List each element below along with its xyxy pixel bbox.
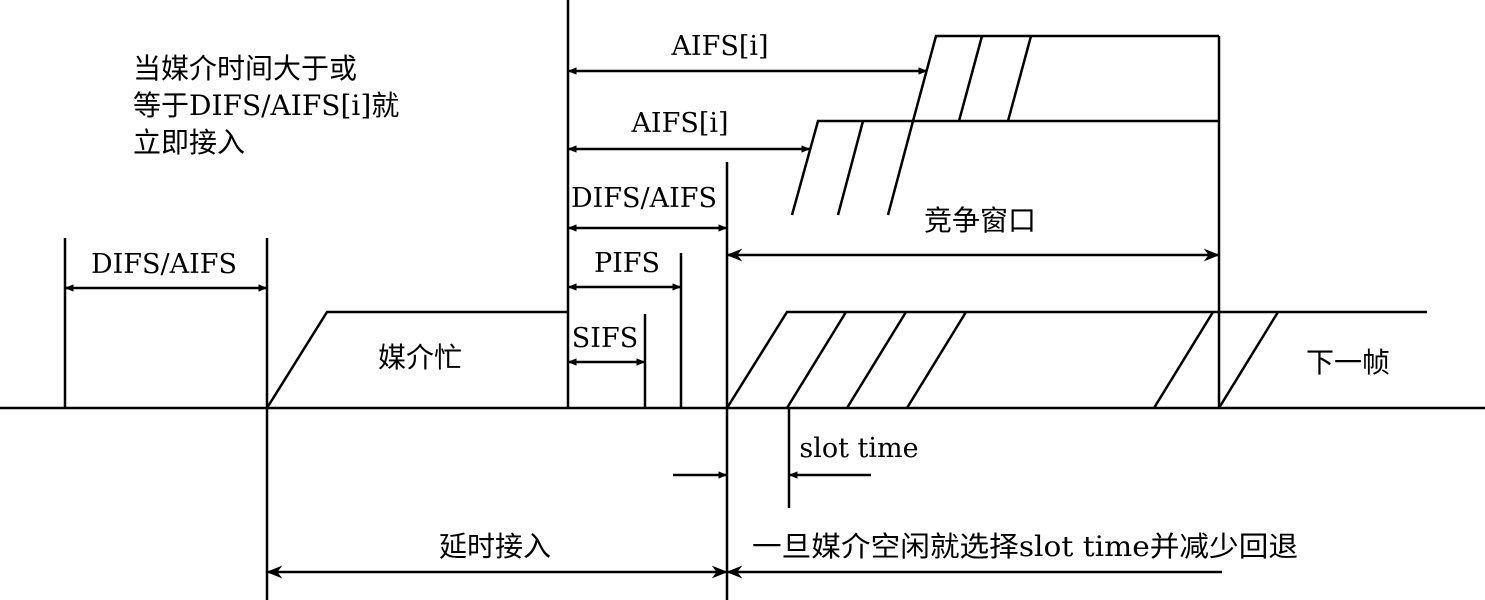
label-pifs: PIFS: [594, 248, 660, 279]
label-aifs-mid: AIFS[i]: [630, 108, 728, 139]
label-difs-aifs-left: DIFS/AIFS: [91, 249, 237, 280]
mid-slash-1: [836, 120, 865, 216]
label-backoff-note: 一旦媒介空闲就选择slot time并减少回退: [752, 530, 1298, 563]
label-slot-time: slot time: [799, 433, 918, 464]
immediate-access-note-line-1: 当媒介时间大于或: [133, 52, 357, 85]
contention-frame-bottom: [725, 310, 1427, 409]
medium-busy-shape: [265, 310, 568, 409]
immediate-access-note-line-3: 立即接入: [133, 126, 245, 159]
label-medium-busy: 媒介忙: [378, 341, 462, 374]
contention-frame-top: [911, 34, 1219, 122]
label-next-frame: 下一帧: [1306, 346, 1390, 379]
slot-slash-4: [1152, 311, 1215, 409]
label-deferred-access: 延时接入: [439, 530, 551, 563]
immediate-access-note-line-2: 等于DIFS/AIFS[i]就: [133, 89, 399, 122]
slot-slash-5: [1217, 311, 1280, 409]
contention-frame-middle: [790, 119, 1219, 216]
slot-slash-2: [845, 311, 908, 409]
label-aifs-top: AIFS[i]: [670, 31, 768, 62]
top-slash-1: [957, 35, 984, 122]
label-contention-window: 竞争窗口: [924, 204, 1036, 237]
label-difs-aifs-mid: DIFS/AIFS: [571, 183, 717, 214]
slot-slash-3: [905, 311, 968, 409]
slot-slash-1: [785, 311, 848, 409]
top-slash-2: [1006, 35, 1033, 122]
mid-slash-2: [886, 120, 915, 216]
label-sifs: SIFS: [572, 323, 638, 354]
